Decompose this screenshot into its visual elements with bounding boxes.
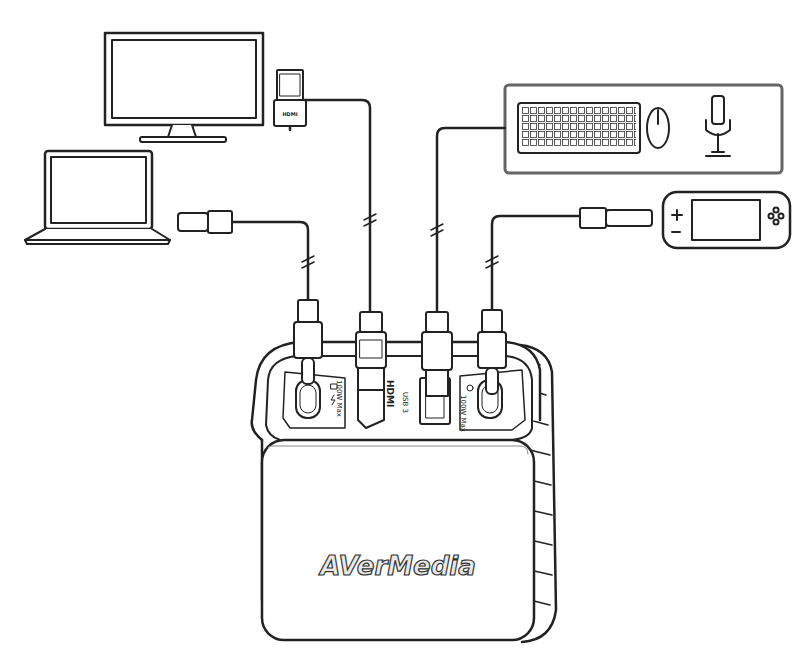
port-label: 100W Max <box>335 380 342 417</box>
device-front: AVerMedia <box>262 440 534 640</box>
brand-logo: AVerMedia <box>320 551 476 581</box>
port-label: HDMI <box>385 380 394 407</box>
port-label: 100W Max <box>459 395 466 432</box>
port-label: USB 3 <box>401 392 408 413</box>
plug-label: HDMI <box>282 112 297 117</box>
